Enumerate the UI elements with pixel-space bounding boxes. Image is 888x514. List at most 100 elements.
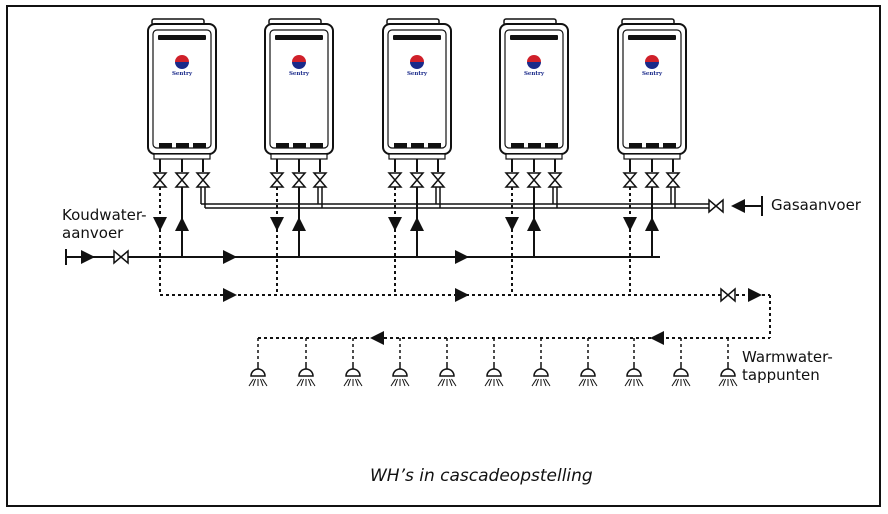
brand-logo-icon — [527, 55, 541, 62]
brand-name: Sentry — [289, 71, 310, 77]
valve-icon — [387, 172, 403, 188]
shower-tap-icon — [531, 338, 551, 387]
hot-water-taps — [248, 338, 738, 387]
heater-base — [505, 153, 563, 160]
brand-name: Sentry — [172, 71, 193, 77]
heater-port — [394, 143, 407, 148]
hot-flow-arrow — [623, 217, 637, 231]
spray-line — [355, 378, 359, 387]
brand-name: Sentry — [524, 71, 545, 77]
hot-flow-arrow — [223, 288, 237, 302]
valve-icon — [720, 287, 736, 303]
cold-water-label-line1: Koudwater- — [62, 206, 147, 224]
heater-port — [159, 143, 172, 148]
valve-icon — [526, 172, 542, 188]
valve-icon — [430, 172, 446, 188]
spray-line — [451, 378, 457, 387]
spray-line — [718, 378, 724, 387]
valve-icon — [708, 198, 724, 214]
spray-line — [543, 378, 547, 387]
heater-port — [176, 143, 189, 148]
spray-line — [441, 378, 445, 387]
pipe-network — [65, 159, 771, 345]
spray-line — [310, 378, 316, 387]
heater-slot — [628, 35, 676, 40]
shower-head-icon — [486, 368, 502, 377]
gas-flow-arrow — [731, 199, 745, 213]
spray-line — [730, 378, 734, 387]
heater-base — [153, 153, 211, 160]
hot-flow-arrow — [388, 217, 402, 231]
spray-line — [347, 378, 351, 387]
shower-tap-icon — [390, 338, 410, 387]
shower-head-icon — [439, 368, 455, 377]
heater-slot — [275, 35, 323, 40]
heater-port — [310, 143, 323, 148]
valve-icon — [312, 172, 328, 188]
brand-logo-icon — [645, 55, 659, 62]
heater-port — [511, 143, 524, 148]
cold-flow-arrow — [292, 217, 306, 231]
valve-icon — [644, 172, 660, 188]
shower-head-icon — [580, 368, 596, 377]
valve-icon — [504, 172, 520, 188]
valve-icon — [269, 172, 285, 188]
frame-border — [6, 5, 881, 507]
hot-flow-arrow — [455, 288, 469, 302]
water-heater-4: Sentry — [499, 18, 569, 160]
heater-panel — [622, 29, 682, 149]
shower-tap-icon — [718, 338, 738, 387]
spray-line — [404, 378, 410, 387]
spray-line — [732, 378, 738, 387]
spray-line — [484, 378, 490, 387]
heater-slot — [393, 35, 441, 40]
heater-port — [276, 143, 289, 148]
brand-logo-icon — [410, 62, 424, 69]
spray-line — [260, 378, 264, 387]
spray-line — [488, 378, 492, 387]
spray-line — [308, 378, 312, 387]
cold-flow-arrow — [527, 217, 541, 231]
spray-line — [685, 378, 691, 387]
valve-icon — [174, 172, 190, 188]
valve-icon — [622, 172, 638, 188]
heater-port — [428, 143, 441, 148]
hot-taps-label-line1: Warmwater- — [742, 348, 833, 366]
heater-slot — [510, 35, 558, 40]
heater-port — [646, 143, 659, 148]
heater-base — [623, 153, 681, 160]
hot-taps-label-line2: tappunten — [742, 366, 820, 384]
heater-port — [411, 143, 424, 148]
hot-flow-arrow — [650, 331, 664, 345]
heater-panel — [504, 29, 564, 149]
shower-head-icon — [533, 368, 549, 377]
shower-tap-icon — [343, 338, 363, 387]
valve-icon — [195, 172, 211, 188]
spray-line — [638, 378, 644, 387]
spray-line — [590, 378, 594, 387]
heater-port — [293, 143, 306, 148]
hot-flow-arrow — [505, 217, 519, 231]
shower-head-icon — [250, 368, 266, 377]
valve-icon — [547, 172, 563, 188]
spray-line — [582, 378, 586, 387]
heater-port — [193, 143, 206, 148]
spray-line — [449, 378, 453, 387]
brand-name: Sentry — [407, 71, 428, 77]
shower-head-icon — [392, 368, 408, 377]
heater-port — [663, 143, 676, 148]
valve-icon — [291, 172, 307, 188]
water-heater-3: Sentry — [382, 18, 452, 160]
heater-base — [270, 153, 328, 160]
shower-tap-icon — [624, 338, 644, 387]
spray-line — [592, 378, 598, 387]
spray-line — [248, 378, 254, 387]
heater-port — [545, 143, 558, 148]
spray-line — [296, 378, 302, 387]
shower-head-icon — [626, 368, 642, 377]
brand-logo-icon — [175, 62, 189, 69]
spray-line — [722, 378, 726, 387]
